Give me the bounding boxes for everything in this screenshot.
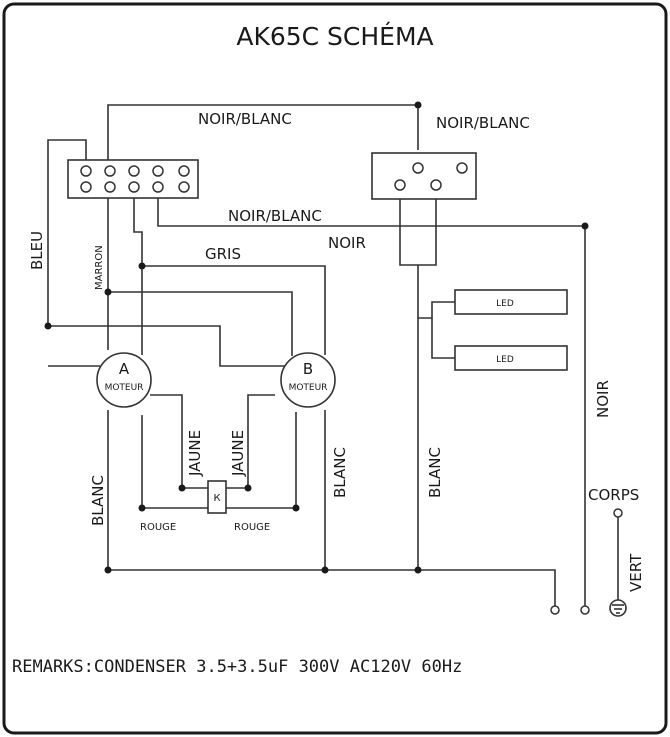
right-terminal-block xyxy=(371,152,477,200)
label-gris: GRIS xyxy=(205,245,241,263)
svg-text:A: A xyxy=(119,360,130,378)
motor-b: B MOTEUR xyxy=(280,352,336,408)
label-vert: VERT xyxy=(627,553,645,592)
svg-text:LED: LED xyxy=(496,355,514,365)
led-strip-1: LED xyxy=(454,289,568,315)
label-noir-blanc-right: NOIR/BLANC xyxy=(436,114,530,132)
wires xyxy=(47,104,619,606)
label-noir-blanc-mid: NOIR/BLANC xyxy=(228,207,322,225)
label-jaune-left: JAUNE xyxy=(186,430,204,477)
label-marron: MARRON xyxy=(94,245,105,290)
svg-text:К: К xyxy=(213,493,220,504)
label-blanc-left: BLANC xyxy=(89,475,107,526)
capacitor: К xyxy=(207,480,227,514)
remarks-line: REMARKS:CONDENSER 3.5+3.5uF 300V AC120V … xyxy=(12,657,462,677)
junction-dots xyxy=(44,101,589,574)
label-blanc-mid: BLANC xyxy=(331,447,349,498)
ground-icon xyxy=(609,599,627,617)
label-noir-blanc-top: NOIR/BLANC xyxy=(198,110,292,128)
label-bleu: BLEU xyxy=(28,231,46,270)
label-noir: NOIR xyxy=(328,234,366,252)
svg-text:LED: LED xyxy=(496,299,514,309)
label-jaune-right: JAUNE xyxy=(229,430,247,477)
output-terminals xyxy=(550,508,623,615)
led-strip-2: LED xyxy=(454,345,568,371)
svg-text:B: B xyxy=(303,360,313,378)
label-corps: CORPS xyxy=(588,486,639,504)
svg-text:MOTEUR: MOTEUR xyxy=(105,383,144,393)
motor-a: A MOTEUR xyxy=(96,352,152,408)
label-blanc-right: BLANC xyxy=(426,447,444,498)
svg-text:MOTEUR: MOTEUR xyxy=(289,383,328,393)
label-rouge-left: ROUGE xyxy=(140,522,176,533)
left-connector xyxy=(67,159,199,199)
label-rouge-right: ROUGE xyxy=(234,522,270,533)
label-noir-vertical: NOIR xyxy=(594,380,612,418)
diagram-title: AK65C SCHÉMA xyxy=(236,22,433,51)
